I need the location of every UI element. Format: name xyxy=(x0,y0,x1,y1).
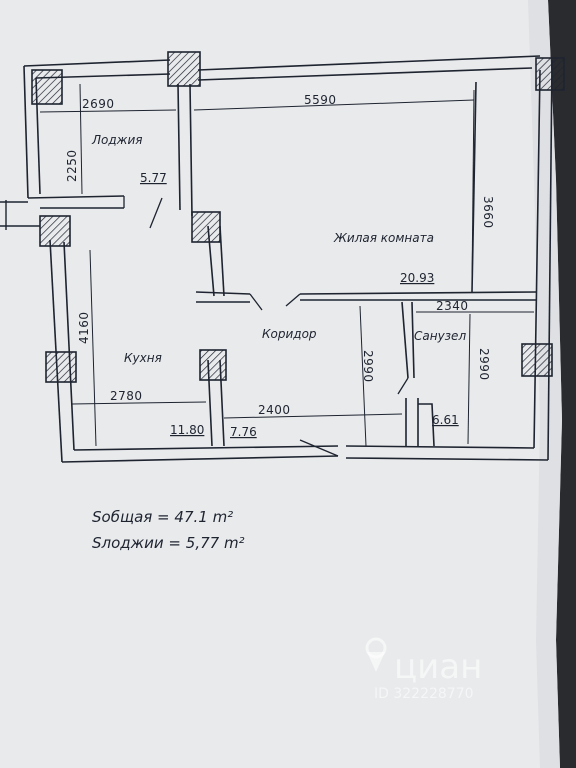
column-top-middle xyxy=(167,51,201,87)
watermark-id: ID 322228770 xyxy=(374,686,474,702)
dim-bathroom-height: 2990 xyxy=(477,348,491,381)
dim-corridor-height: 2990 xyxy=(361,350,375,383)
dim-corridor-width: 2400 xyxy=(258,403,291,417)
total-area-line: Sобщая = 47.1 m² xyxy=(92,508,233,526)
room-label-kitchen: Кухня xyxy=(124,351,162,365)
doors xyxy=(123,196,409,457)
dimension-lines xyxy=(39,83,534,447)
area-loggia: 5.77 xyxy=(140,171,167,185)
column-kitchen-left xyxy=(45,351,77,383)
column-top-right xyxy=(535,57,565,91)
dim-kitchen-height: 4160 xyxy=(77,311,91,344)
dim-loggia-width: 2690 xyxy=(82,97,115,111)
dim-kitchen-width: 2780 xyxy=(110,389,143,403)
loggia-area-line: Sлоджии = 5,77 m² xyxy=(92,534,245,552)
dim-loggia-height: 2250 xyxy=(65,149,79,182)
watermark-brand: циан xyxy=(394,647,482,687)
left-stub xyxy=(0,200,40,230)
watermark: циан ID 322228770 xyxy=(365,637,482,702)
dim-living-width: 5590 xyxy=(304,93,337,107)
column-kitchen-right xyxy=(199,349,227,381)
column-kitchen-top xyxy=(39,215,71,247)
area-living: 20.93 xyxy=(400,271,434,285)
room-label-loggia: Лоджия xyxy=(91,133,143,147)
paper-shadow xyxy=(528,0,562,768)
dim-living-height: 3660 xyxy=(481,196,495,229)
columns xyxy=(31,51,565,383)
dim-bathroom-width: 2340 xyxy=(436,299,469,313)
column-center xyxy=(191,211,221,243)
area-kitchen: 11.80 xyxy=(170,423,204,437)
column-right xyxy=(521,343,553,377)
room-label-bathroom: Санузел xyxy=(414,329,466,343)
paper-sheet xyxy=(0,0,562,768)
location-pin-icon xyxy=(365,637,387,672)
column-loggia xyxy=(31,69,63,105)
area-corridor: 7.76 xyxy=(230,425,257,439)
room-label-living: Жилая комната xyxy=(333,231,434,245)
area-bathroom: 6.61 xyxy=(432,413,459,427)
room-label-corridor: Коридор xyxy=(262,327,317,341)
